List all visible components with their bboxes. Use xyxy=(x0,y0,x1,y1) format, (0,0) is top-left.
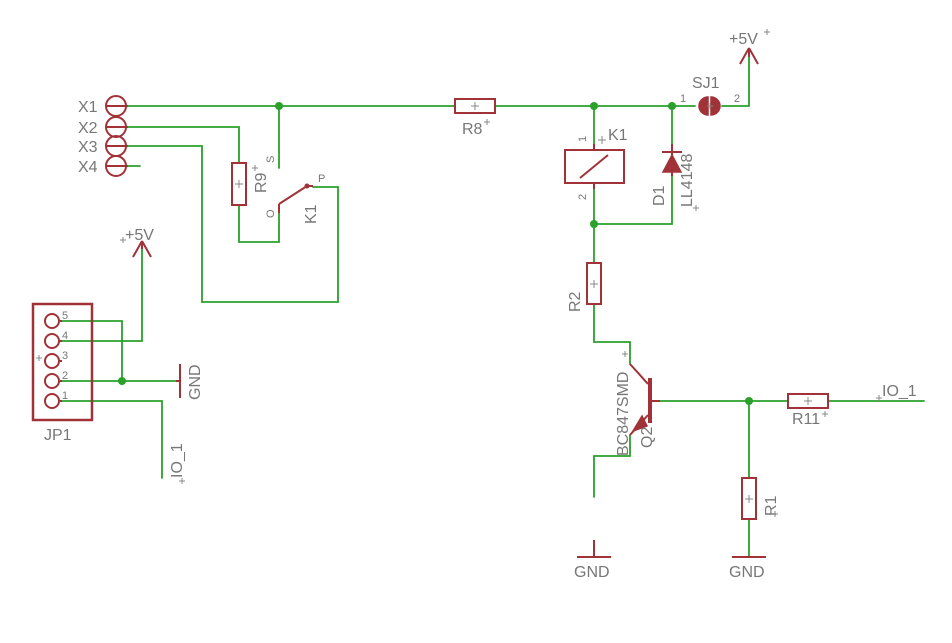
terminal-block: X1 X2 X3 X4 xyxy=(78,95,128,177)
jp1-pin-4[interactable] xyxy=(44,333,60,349)
power-5v-left: +5V xyxy=(120,227,154,258)
r8-label: R8 xyxy=(462,121,483,138)
jp1-pin-label-4: 4 xyxy=(62,330,68,342)
sj1-pin1-label: 1 xyxy=(680,93,686,105)
jp1-pin-label-1: 1 xyxy=(62,390,68,402)
terminal-label-x2: X2 xyxy=(78,120,98,137)
io-net-label-left: IO_1 xyxy=(169,443,186,478)
coil-pin2-label: 2 xyxy=(577,194,589,200)
junction-dot xyxy=(590,220,598,228)
jp1-pin-label-5: 5 xyxy=(62,310,68,322)
terminal-label-x4: X4 xyxy=(78,159,98,176)
terminal-label-x1: X1 xyxy=(78,99,98,116)
contact-o-label: O xyxy=(265,209,277,218)
d1-label: D1 xyxy=(651,185,668,206)
gnd-symbol-r1: GND xyxy=(729,556,766,581)
jp1-pin-3[interactable] xyxy=(44,353,60,369)
jp1-label: JP1 xyxy=(44,427,72,444)
gnd-label-r1: GND xyxy=(729,564,765,581)
junction-dot xyxy=(590,102,598,110)
resistor-r11[interactable]: R11 xyxy=(787,393,829,428)
junction-dot xyxy=(275,102,283,110)
r9-label: R9 xyxy=(253,172,270,193)
coil-k1-label: K1 xyxy=(608,127,628,144)
gnd-symbol-left: GND xyxy=(176,364,204,400)
junction-dot xyxy=(668,102,676,110)
r1-label: R1 xyxy=(763,495,780,516)
junction-dot xyxy=(745,397,753,405)
junction-dot xyxy=(118,377,126,385)
sj1-label: SJ1 xyxy=(692,75,720,92)
relay-coil-k1[interactable]: 1 2 K1 xyxy=(564,127,628,200)
terminal-label-x3: X3 xyxy=(78,139,98,156)
gnd-label-left: GND xyxy=(187,364,204,400)
transistor-q2[interactable]: BC847SMD Q2 xyxy=(615,351,660,456)
jp1-pin-label-3: 3 xyxy=(62,350,68,362)
solder-jumper-sj1[interactable]: SJ1 1 2 xyxy=(680,75,740,116)
r11-label: R11 xyxy=(792,411,820,428)
header-jp1[interactable]: 5 4 3 2 1 JP1 xyxy=(31,302,94,444)
relay-contacts-k1[interactable]: S O P K1 xyxy=(265,156,325,224)
junctions xyxy=(118,102,753,405)
d1-value-label: LL4148 xyxy=(679,154,696,207)
q2-label: Q2 xyxy=(639,427,656,448)
wires xyxy=(61,56,925,558)
contact-s-label: S xyxy=(265,156,277,163)
vcc-label-left: +5V xyxy=(125,227,154,244)
jp1-pin-label-2: 2 xyxy=(62,370,68,382)
sj1-pin2-label: 2 xyxy=(734,93,740,105)
resistor-r8[interactable]: R8 xyxy=(454,98,496,138)
jp1-pin-2[interactable] xyxy=(44,373,60,389)
resistor-r1[interactable]: R1 xyxy=(741,477,780,520)
resistor-r9[interactable]: R9 xyxy=(231,162,270,206)
power-5v-right: +5V xyxy=(729,29,770,65)
diode-d1[interactable]: D1 LL4148 xyxy=(651,144,699,211)
gnd-symbol-q2: GND xyxy=(574,540,611,581)
io-net-label-right: IO_1 xyxy=(882,383,917,400)
resistor-r2[interactable]: R2 xyxy=(567,262,602,312)
jp1-pin-1[interactable] xyxy=(44,393,60,409)
vcc-label: +5V xyxy=(729,31,758,48)
jp1-pin-5[interactable] xyxy=(44,313,60,329)
contact-p-label: P xyxy=(318,173,325,185)
r2-label: R2 xyxy=(567,291,584,312)
coil-pin1-label: 1 xyxy=(577,136,589,142)
q2-value-label: BC847SMD xyxy=(615,372,632,456)
contact-k1-label: K1 xyxy=(303,204,320,224)
gnd-label-q2: GND xyxy=(574,564,610,581)
